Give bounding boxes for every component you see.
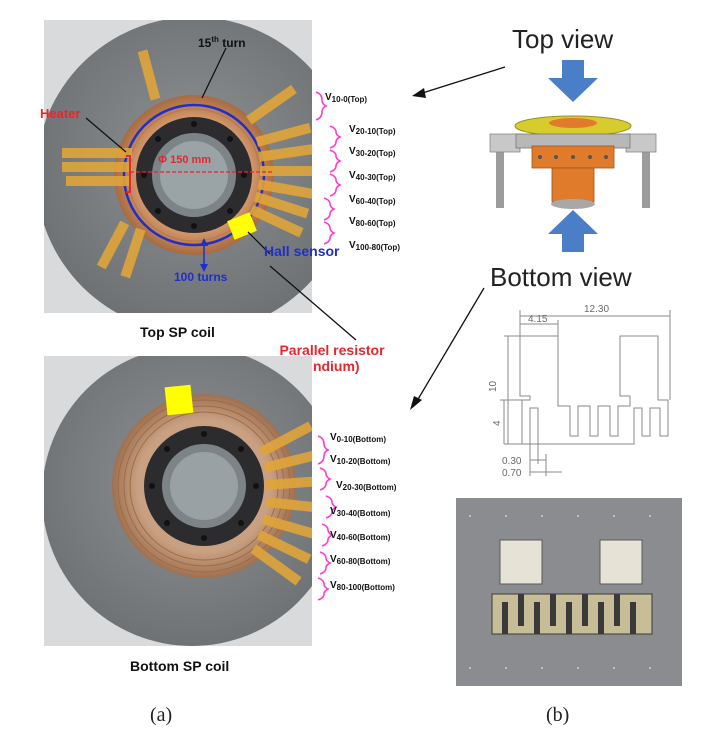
panel-b-label: (b) bbox=[546, 704, 570, 726]
dim-comb-height: 4 bbox=[492, 420, 503, 426]
bottom-leads-right bbox=[250, 421, 312, 586]
top-tap-3: V40-30(Top) bbox=[349, 170, 396, 182]
bottom-tap-brackets bbox=[317, 435, 338, 601]
heater-label: Heater bbox=[40, 106, 81, 121]
indium-resistor bbox=[164, 384, 194, 416]
dim-total-width: 12.30 bbox=[584, 304, 609, 315]
dim-pad-width: 4.15 bbox=[528, 314, 548, 325]
turn15-label: 15th turn bbox=[198, 35, 246, 50]
top-tap-6: V100-80(Top) bbox=[349, 240, 400, 252]
diameter-label: Φ 150 mm bbox=[158, 154, 212, 166]
bottom-coil-caption: Bottom SP coil bbox=[130, 658, 230, 674]
top-tap-brackets bbox=[315, 91, 342, 245]
dim-pitch: 0.70 bbox=[502, 468, 522, 479]
top-tap-2: V30-20(Top) bbox=[349, 146, 396, 158]
up-arrow-head bbox=[548, 210, 598, 234]
up-arrow-body bbox=[562, 232, 584, 252]
bottom-view-label: Bottom view bbox=[490, 262, 632, 292]
down-arrow-body bbox=[562, 60, 584, 80]
pad-right bbox=[599, 539, 643, 585]
panel-a-label: (a) bbox=[150, 704, 173, 726]
hall-sensor-label: Hall sensor bbox=[264, 243, 340, 259]
top-tap-4: V60-40(Top) bbox=[349, 194, 396, 206]
top-tap-1: V20-10(Top) bbox=[349, 124, 396, 136]
bottom-tap-2: V20-30(Bottom) bbox=[336, 480, 397, 492]
assembly-diagram bbox=[489, 60, 657, 252]
bottom-tap-4: V40-60(Bottom) bbox=[330, 530, 391, 542]
bottom-tap-6: V80-100(Bottom) bbox=[330, 580, 395, 592]
top-tap-0: V10-0(Top) bbox=[325, 92, 368, 104]
bottom-tap-5: V60-80(Bottom) bbox=[330, 554, 391, 566]
top-coil-photo bbox=[44, 20, 312, 313]
dim-line-width: 0.30 bbox=[502, 456, 522, 467]
bottom-tap-0: V0-10(Bottom) bbox=[330, 432, 387, 444]
top-leads-right bbox=[246, 84, 312, 238]
orange-cylinder bbox=[551, 167, 595, 203]
down-arrow-head bbox=[548, 78, 598, 102]
resistor-outline bbox=[519, 335, 669, 445]
top-leads-left bbox=[62, 49, 161, 279]
bottom-tap-1: V10-20(Bottom) bbox=[330, 454, 391, 466]
bottom-tap-3: V30-40(Bottom) bbox=[330, 506, 391, 518]
turns-label: 100 turns bbox=[174, 270, 228, 284]
pad-left bbox=[499, 539, 543, 585]
parallel-resistor-label: Parallel resistor (Indium) bbox=[279, 342, 385, 374]
top-coil-caption: Top SP coil bbox=[140, 324, 215, 340]
heater-bracket bbox=[126, 155, 131, 193]
resistor-drawing: 12.30 4.15 10 4 0.30 0.70 bbox=[488, 304, 671, 479]
bottom-coil-photo bbox=[44, 356, 312, 646]
top-view-label: Top view bbox=[512, 24, 614, 54]
dim-height: 10 bbox=[488, 380, 499, 392]
top-tap-5: V80-60(Top) bbox=[349, 216, 396, 228]
resistor-photo bbox=[456, 498, 682, 686]
